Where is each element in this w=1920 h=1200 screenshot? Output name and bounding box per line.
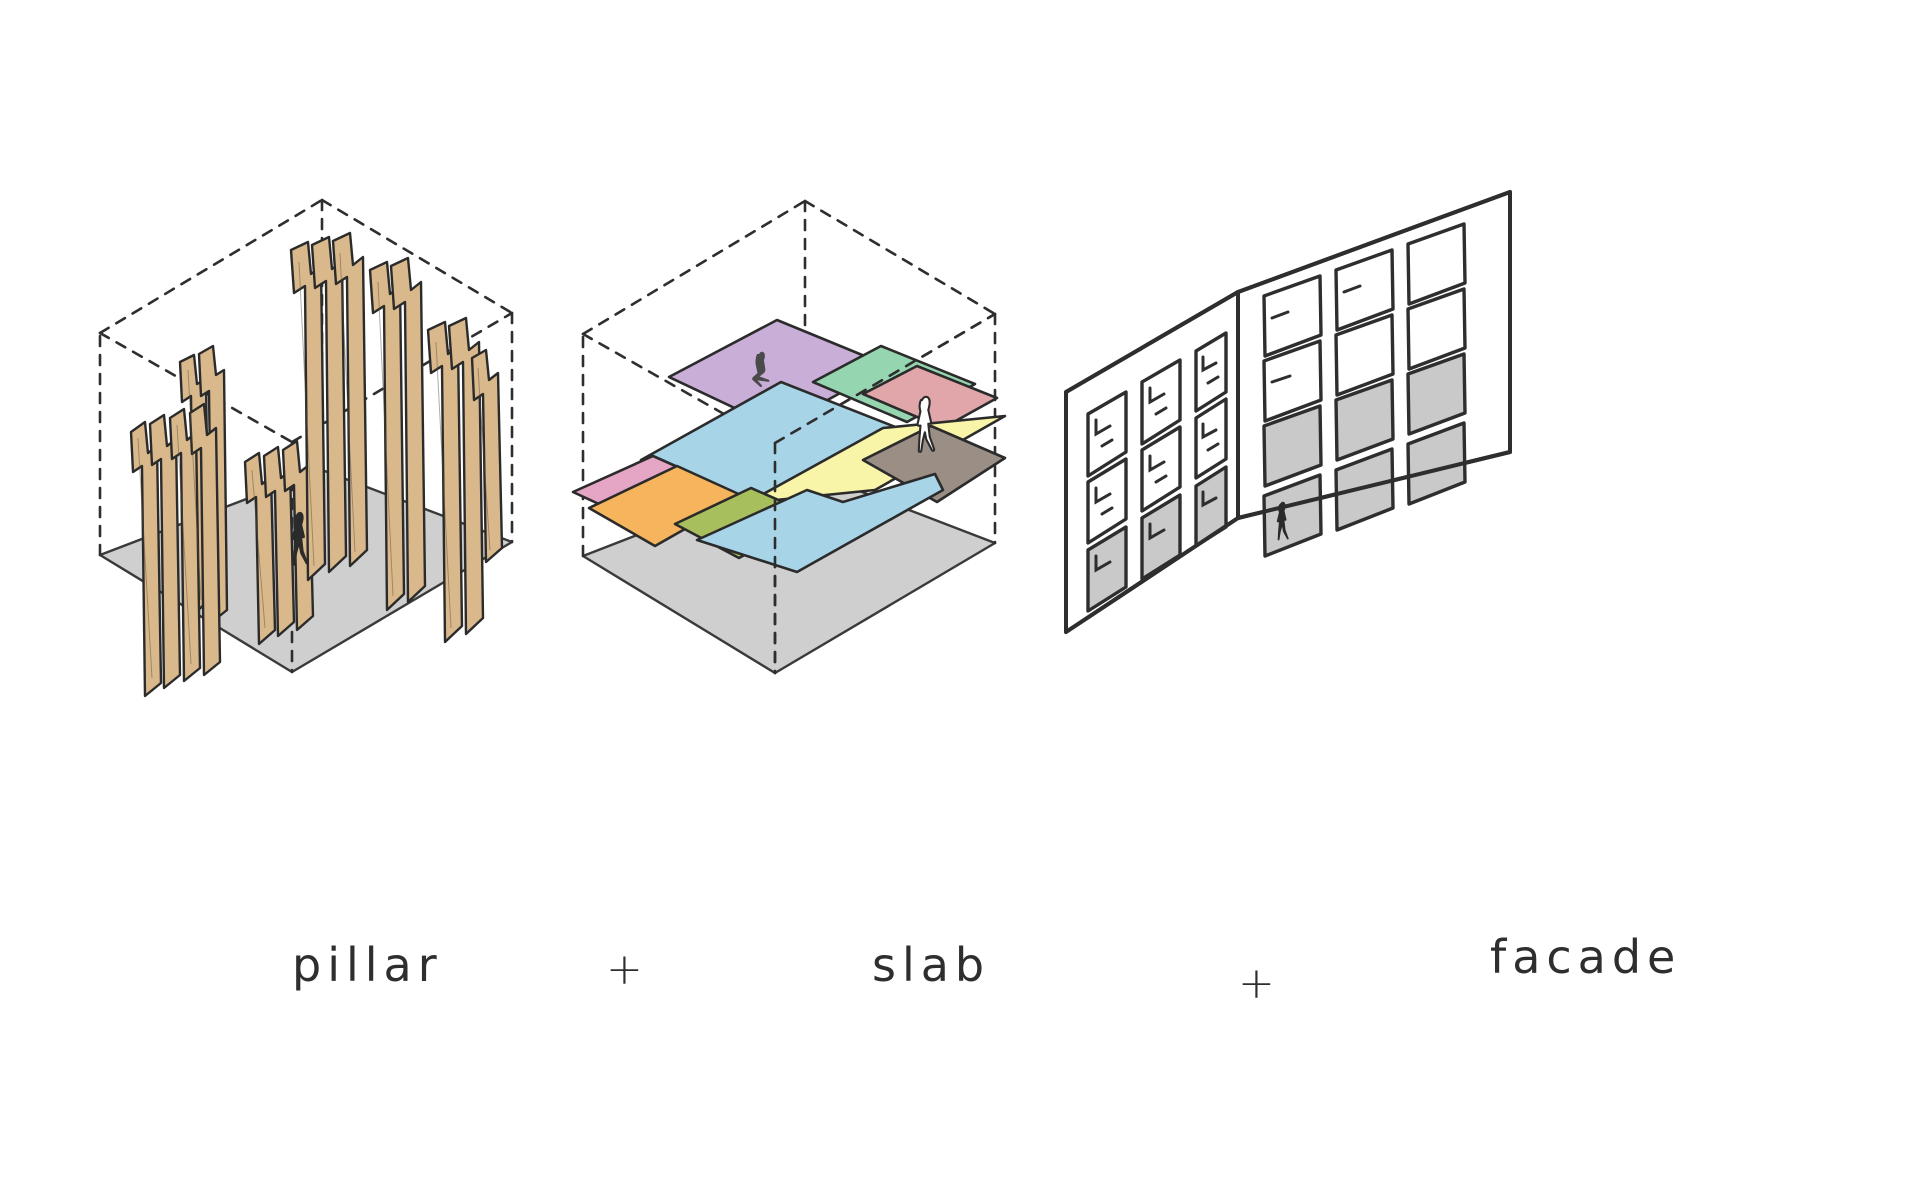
window-opening: [1086, 390, 1128, 478]
window-opening: [1086, 457, 1128, 545]
window-pane: [1262, 404, 1323, 488]
side-face-glazed-windows: [1086, 465, 1228, 613]
label-pillar: pillar: [292, 938, 443, 992]
window-opening: [1140, 358, 1182, 446]
window-opening: [1334, 248, 1395, 332]
pillar-panel: [98, 198, 514, 698]
window-mullions: [1094, 355, 1220, 573]
window-opening: [1194, 397, 1228, 480]
front-window-mullions: [1270, 284, 1362, 384]
dashed-volume-front: [773, 312, 997, 675]
pillar-slats: [129, 231, 504, 698]
operator-plus-1: +: [606, 944, 643, 995]
slab-panel: [571, 199, 1007, 675]
front-face-glazed-windows: [1262, 352, 1467, 558]
front-face-open-windows: [1262, 222, 1467, 423]
slab-skyblue-lower: [695, 472, 945, 574]
window-opening: [1262, 274, 1323, 358]
facade-panel: [1064, 190, 1512, 634]
label-facade: facade: [1490, 930, 1682, 984]
human-figure: [291, 511, 309, 566]
bird-figure: [752, 351, 770, 387]
slat-shading: [137, 252, 491, 679]
window-pane: [1086, 525, 1128, 613]
window-pane: [1334, 447, 1395, 532]
window-opening: [1194, 331, 1228, 413]
window-opening: [1262, 339, 1323, 423]
window-opening: [1140, 425, 1182, 513]
slab-stack: [571, 318, 1007, 574]
human-figure: [916, 395, 936, 453]
side-face-open-windows: [1086, 331, 1228, 545]
window-opening: [1406, 287, 1467, 371]
window-pane: [1334, 378, 1395, 462]
window-opening: [1406, 222, 1467, 306]
window-pane: [1406, 352, 1467, 436]
window-pane: [1406, 421, 1467, 506]
label-slab: slab: [872, 938, 991, 992]
window-opening: [1334, 313, 1395, 397]
operator-plus-2: +: [1238, 958, 1275, 1009]
human-figure: [1276, 501, 1289, 541]
slab-rose: [861, 364, 999, 430]
building-base: [1064, 450, 1512, 634]
